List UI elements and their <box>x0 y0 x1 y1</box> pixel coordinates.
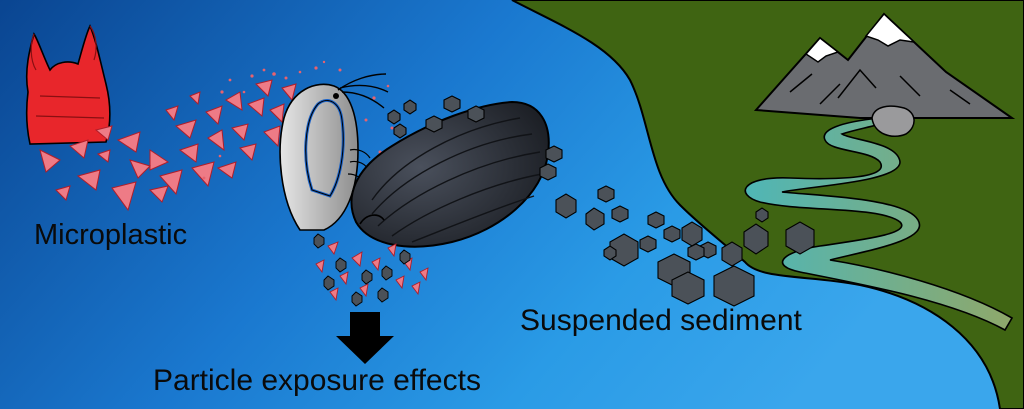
microplastic-label: Microplastic <box>34 219 188 251</box>
river-icon <box>744 117 1014 332</box>
mussel-icon <box>350 100 550 248</box>
microplastic-fragments <box>39 79 297 212</box>
microplastic-specks <box>202 60 412 180</box>
sediment-particles <box>387 95 815 307</box>
mixed-particle-cloud <box>313 233 429 307</box>
suspended-sediment-label: Suspended sediment <box>520 304 802 337</box>
particle-exposure-effects-label: Particle exposure effects <box>153 364 481 397</box>
zooplankton-icon <box>279 73 389 231</box>
plastic-bag-icon <box>25 24 111 145</box>
mountain-icon <box>753 12 1016 138</box>
down-arrow-icon <box>336 312 394 364</box>
